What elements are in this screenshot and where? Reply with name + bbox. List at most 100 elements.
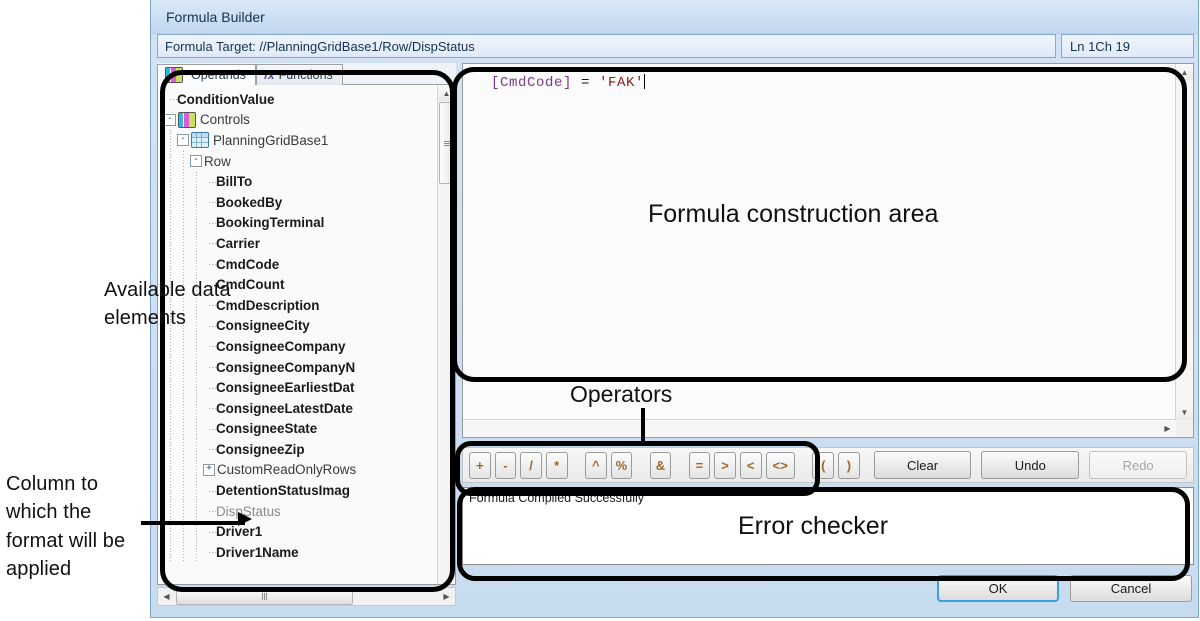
tree-item[interactable]: ConsigneeEarliestDat: [164, 377, 438, 398]
tree-item[interactable]: -Row: [164, 151, 438, 172]
tree-item[interactable]: ConditionValue: [164, 89, 438, 110]
collapse-icon[interactable]: -: [164, 113, 176, 126]
operator-button-=[interactable]: =: [688, 451, 711, 479]
tree-item[interactable]: Driver1: [164, 521, 438, 542]
undo-button[interactable]: Undo: [981, 451, 1080, 479]
tree-indent-guide: [190, 521, 203, 542]
tree-item[interactable]: ConsigneeState: [164, 418, 438, 440]
formula-target-field[interactable]: Formula Target: //PlanningGridBase1/Row/…: [157, 34, 1056, 58]
tree-indent-guide: [164, 480, 177, 501]
operator-button-([interactable]: (: [812, 451, 835, 479]
window-title: Formula Builder: [166, 8, 265, 25]
tree-item-label: CustomReadOnlyRows: [217, 462, 357, 478]
tree-indent-guide: [190, 459, 203, 480]
tree-item-label: DispStatus: [216, 503, 281, 519]
tree-leaf-connector: [203, 419, 216, 439]
tabstrip-filler: [342, 84, 456, 85]
expand-icon[interactable]: +: [203, 463, 215, 476]
clear-button[interactable]: Clear: [873, 451, 972, 479]
redo-button: Redo: [1089, 451, 1188, 479]
tab-operands[interactable]: Operands: [157, 64, 256, 86]
tree-hscroll-thumb[interactable]: [176, 588, 353, 605]
cancel-button[interactable]: Cancel: [1070, 575, 1192, 602]
tree-indent-guide: [190, 542, 203, 563]
operator-button-&[interactable]: &: [649, 451, 672, 479]
scroll-right-icon[interactable]: ▶: [443, 592, 450, 601]
tree-item[interactable]: Carrier: [164, 233, 438, 254]
tree-item[interactable]: -PlanningGridBase1: [164, 130, 438, 151]
tree-item[interactable]: +CustomReadOnlyRows: [164, 459, 438, 481]
tree-leaf-connector: [203, 542, 216, 562]
tree-indent-guide: [190, 418, 203, 439]
tree-indent-guide: [190, 295, 203, 316]
tree-item-label: ConsigneeCompany: [216, 338, 346, 354]
editor-vertical-scrollbar[interactable]: ▲ ▼: [1175, 64, 1193, 420]
operator-button-+[interactable]: +: [469, 451, 491, 479]
tree-item[interactable]: BillTo: [164, 171, 438, 192]
operator-button--[interactable]: -: [494, 451, 517, 479]
dialog-footer: OK Cancel: [462, 575, 1194, 603]
clear-button-label: Clear: [907, 457, 939, 473]
tree-item[interactable]: CmdCode: [164, 254, 438, 275]
tree-leaf-connector: [203, 192, 216, 212]
tree-indent-guide: [190, 254, 203, 275]
tree-item[interactable]: BookingTerminal: [164, 212, 438, 234]
scroll-up-icon[interactable]: ▲: [438, 85, 455, 101]
tab-functions[interactable]: fx Functions: [255, 64, 343, 85]
scroll-up-icon[interactable]: ▲: [1176, 64, 1193, 80]
tree-item-label: Driver1: [216, 524, 263, 540]
operator-button-*[interactable]: *: [545, 451, 568, 479]
dialog-split: Operands fx Functions ConditionValue-Con…: [157, 63, 1194, 608]
annotation-operators-tick: [641, 408, 645, 446]
ok-button[interactable]: OK: [937, 575, 1059, 602]
tree-item-label: CmdCount: [216, 277, 285, 293]
formula-text: [CmdCode] = 'FAK': [491, 74, 646, 91]
undo-button-label: Undo: [1014, 457, 1046, 473]
tree-indent-guide: [177, 295, 190, 316]
tree-item[interactable]: ConsigneeCompany: [164, 336, 438, 357]
operator-button-<>[interactable]: <>: [765, 451, 795, 479]
tree-item[interactable]: ConsigneeCompanyN: [164, 357, 438, 378]
tree-item[interactable]: Driver1Name: [164, 542, 438, 563]
tree-item-label: ConsigneeCity: [216, 318, 310, 334]
operator-button-<[interactable]: <: [739, 451, 762, 479]
tree-indent-guide: [164, 315, 177, 336]
tree-indent-guide: [190, 315, 203, 336]
operator-button->[interactable]: >: [714, 451, 736, 479]
tree-item[interactable]: CmdDescription: [164, 295, 438, 316]
tree-vertical-scrollbar[interactable]: ▲: [437, 85, 455, 584]
scroll-down-icon[interactable]: ▼: [1176, 404, 1193, 420]
operator-button-/[interactable]: /: [520, 451, 542, 479]
tree-item[interactable]: ConsigneeZip: [164, 439, 438, 460]
collapse-icon[interactable]: -: [190, 155, 202, 168]
tree-indent-guide: [177, 377, 190, 398]
tree-item[interactable]: ConsigneeLatestDate: [164, 398, 438, 419]
tree-item-label: CmdDescription: [216, 297, 320, 313]
tree-scroll-thumb[interactable]: [439, 102, 455, 184]
tree-indent-guide: [177, 151, 190, 172]
operator-button-%[interactable]: %: [610, 451, 633, 479]
tree-horizontal-scrollbar[interactable]: ◀ ▶: [157, 587, 456, 606]
editor-horizontal-scrollbar[interactable]: ▶: [463, 419, 1176, 437]
tree-leaf-connector: [203, 275, 216, 295]
tree-item[interactable]: ConsigneeCity: [164, 315, 438, 337]
tree-indent-guide: [190, 212, 203, 233]
scroll-left-icon[interactable]: ◀: [163, 592, 170, 601]
collapse-icon[interactable]: -: [177, 134, 189, 147]
tree-item[interactable]: DetentionStatusImag: [164, 480, 438, 501]
tree-item[interactable]: CmdCount: [164, 274, 438, 295]
tree-item[interactable]: -Controls: [164, 110, 438, 131]
tree-item[interactable]: BookedBy: [164, 192, 438, 213]
operator-button-^[interactable]: ^: [584, 451, 607, 479]
annotation-available-data-elements: Available data elements: [104, 279, 231, 330]
tree-leaf-connector: [203, 398, 216, 418]
tree-item[interactable]: DispStatus: [164, 501, 438, 522]
tree-indent-guide: [177, 439, 190, 460]
tree-item-label: Driver1Name: [216, 544, 299, 560]
redo-button-label: Redo: [1122, 457, 1154, 473]
operator-button-)[interactable]: ): [838, 451, 860, 479]
grid-icon: [191, 132, 209, 149]
tree-indent-guide: [164, 521, 177, 542]
scroll-right-icon[interactable]: ▶: [1164, 424, 1171, 433]
operand-tree[interactable]: ConditionValue-Controls-PlanningGridBase…: [158, 85, 438, 584]
